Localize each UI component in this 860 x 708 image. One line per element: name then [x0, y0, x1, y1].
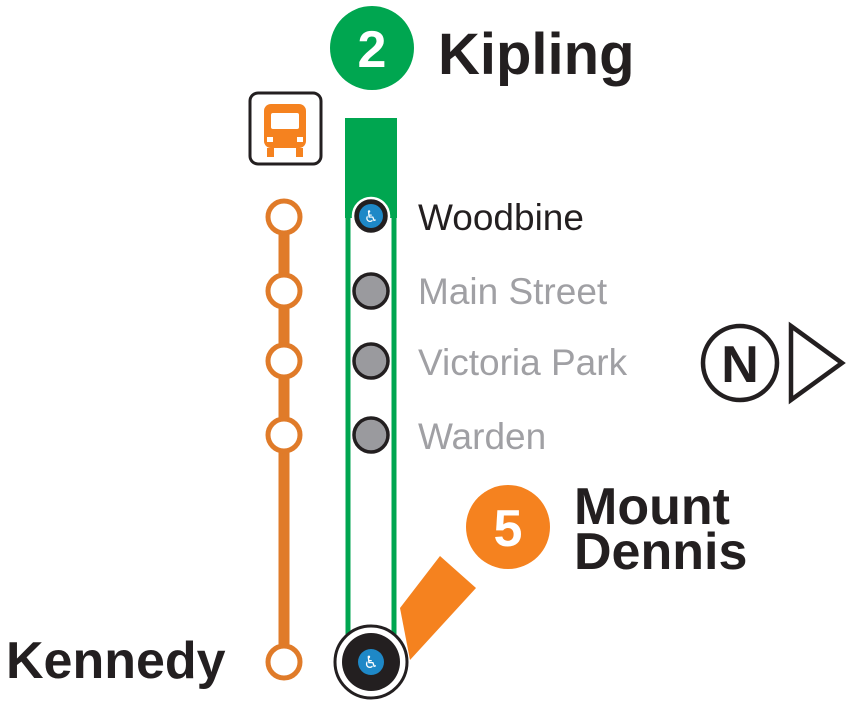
line-2-number: 2	[358, 21, 387, 79]
station-victoria-park[interactable]: Victoria Park	[352, 342, 628, 383]
bus-route-line	[265, 198, 303, 681]
terminus-south-name-line2: Dennis	[574, 523, 747, 581]
line-2-track	[345, 118, 397, 640]
north-indicator: N	[700, 321, 846, 405]
line-2-terminus: 2 Kipling	[330, 6, 635, 90]
accessible-icon	[358, 649, 384, 675]
terminus-north-name: Kipling	[438, 22, 635, 87]
svg-text:♿: ♿	[364, 209, 378, 226]
station-label: Main Street	[418, 271, 608, 312]
terminus-south-name-line1: Mount	[574, 478, 730, 536]
line-5-terminus: 5 Mount Dennis	[466, 478, 747, 581]
bus-stop-marker	[265, 342, 303, 380]
bus-stop-marker	[265, 198, 303, 236]
bus-stop-marker	[265, 272, 303, 310]
interchange-label: Kennedy	[6, 632, 226, 690]
line-2-badge	[330, 6, 414, 90]
station-label: Victoria Park	[418, 342, 628, 383]
north-arrow-icon	[788, 321, 846, 405]
station-main-street[interactable]: Main Street	[352, 271, 608, 312]
line-5-badge	[466, 485, 550, 569]
line-5-track	[400, 556, 476, 660]
bus-stop-marker	[265, 643, 303, 681]
station-label: Woodbine	[418, 197, 584, 238]
north-letter: N	[721, 336, 759, 394]
bus-icon	[248, 91, 323, 166]
station-kennedy[interactable]: ♿ Kennedy	[6, 624, 409, 700]
north-compass-icon	[700, 323, 780, 403]
station-label: Warden	[418, 416, 546, 457]
line-5-number: 5	[494, 500, 523, 558]
svg-text:♿: ♿	[363, 653, 378, 672]
station-woodbine[interactable]: ♿ Woodbine	[351, 196, 584, 238]
station-warden[interactable]: Warden	[352, 416, 546, 457]
bus-stop-marker	[265, 416, 303, 454]
accessible-icon	[359, 204, 383, 228]
